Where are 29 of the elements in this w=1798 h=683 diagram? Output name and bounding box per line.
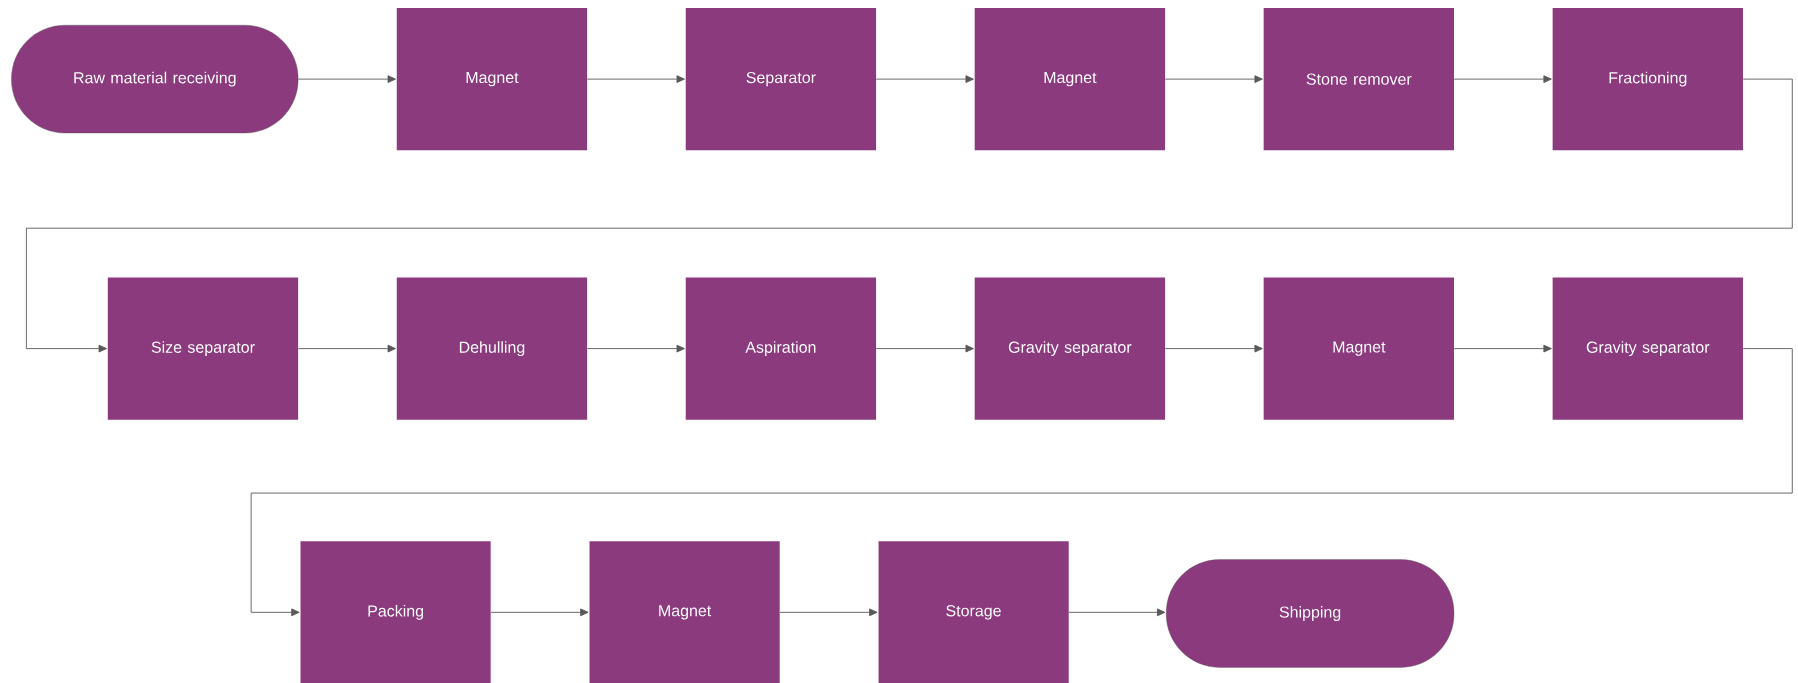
process-box: Gravity separator: [1552, 277, 1743, 420]
process-box: Fractioning: [1552, 8, 1743, 151]
arrow: [25, 78, 1793, 353]
arrow: [1068, 608, 1166, 617]
process-box: Dehulling: [396, 277, 588, 420]
process-box: Magnet: [1263, 277, 1454, 420]
arrow: [1453, 344, 1552, 353]
process-box: Magnet: [974, 8, 1166, 151]
arrow: [779, 608, 878, 617]
arrow: [586, 344, 685, 353]
process-box: Separator: [685, 8, 877, 151]
arrow: [586, 75, 685, 83]
arrow: [1453, 75, 1552, 83]
arrow: [490, 608, 589, 617]
process-box: Magnet: [589, 541, 780, 683]
arrow: [875, 344, 974, 353]
arrow: [1164, 75, 1263, 83]
process-box: Packing: [300, 541, 491, 683]
process-box: Gravity separator: [974, 277, 1166, 420]
process-box: Aspiration: [685, 277, 877, 420]
process-box: Stone remover: [1263, 8, 1454, 151]
arrow: [875, 75, 974, 83]
process-box: Magnet: [396, 8, 588, 151]
arrow: [250, 348, 1793, 617]
arrow: [297, 344, 396, 353]
arrow: [297, 75, 396, 83]
arrow: [1164, 344, 1263, 353]
process-box: Storage: [878, 541, 1069, 683]
process-box: Size separator: [107, 277, 299, 420]
